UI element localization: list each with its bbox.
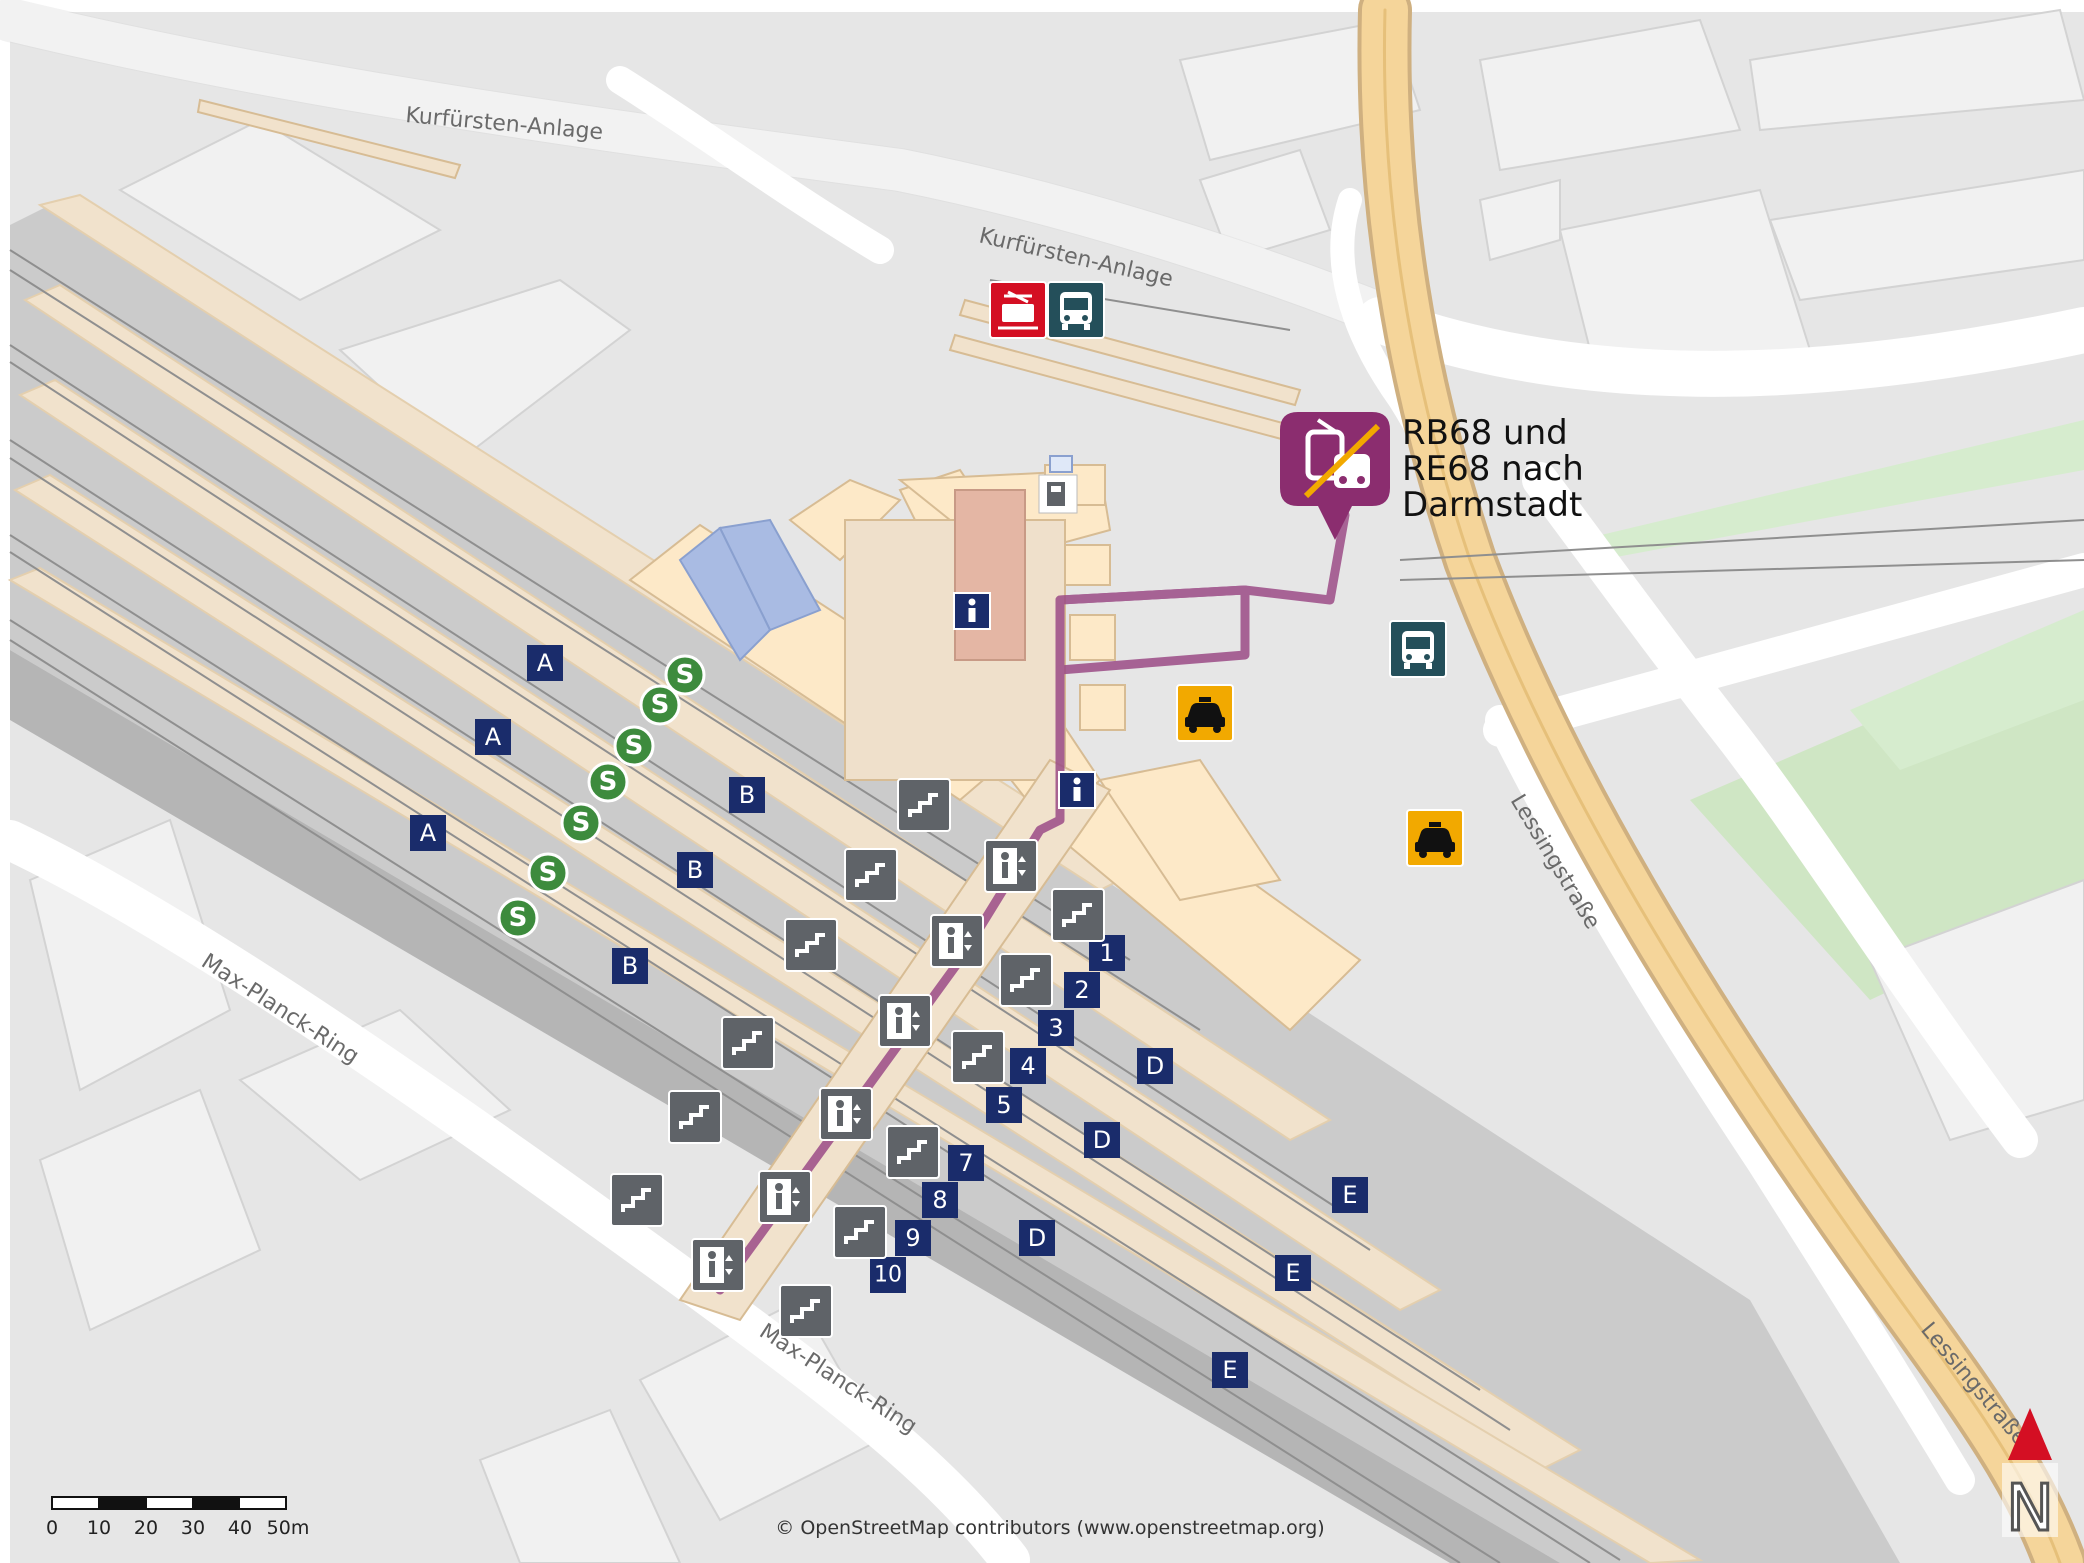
elevator-icon <box>819 1087 873 1141</box>
track-lines <box>9 249 2084 1563</box>
info-markers <box>953 592 1096 809</box>
scale-tick: 50m <box>267 1517 310 1539</box>
sector-label-d: D <box>1093 1126 1111 1154</box>
sector-label-a: A <box>485 723 502 751</box>
track-number: 10 <box>874 1263 902 1288</box>
elevator-icon <box>930 914 984 968</box>
rail-replacement-marker[interactable] <box>1280 412 1390 540</box>
tram-icon <box>989 281 1047 339</box>
bus-icon <box>1389 620 1447 678</box>
map-attribution: © OpenStreetMap contributors (www.openst… <box>775 1517 1324 1539</box>
stairs-icon <box>721 1016 775 1070</box>
stairs-markers <box>610 778 1105 1338</box>
taxi-icon <box>1406 809 1464 867</box>
sector-label-b: B <box>687 856 703 884</box>
sbahn-icon: S <box>676 660 695 690</box>
north-arrow: N <box>2002 1408 2058 1548</box>
scale-tick: 30 <box>181 1517 205 1539</box>
info-icon <box>953 592 991 630</box>
sector-label-d: D <box>1028 1224 1046 1252</box>
elevator-icon <box>758 1170 812 1224</box>
background-buildings <box>28 8 2084 1563</box>
track-number-markers: 1 2 3 4 5 7 8 9 10 <box>870 935 1125 1293</box>
sbahn-icon: S <box>509 903 528 933</box>
info-icon <box>1058 771 1096 809</box>
sector-markers: A A A B B B D D D E E E <box>410 645 1368 1388</box>
track-number: 2 <box>1074 976 1089 1004</box>
rail-replacement-label-line2: RE68 nach <box>1402 449 1584 489</box>
scale-tick: 40 <box>228 1517 252 1539</box>
sector-label-b: B <box>622 952 638 980</box>
track-number: 4 <box>1020 1052 1035 1080</box>
pink-building <box>954 489 1026 661</box>
sbahn-icon: S <box>625 731 644 761</box>
elevator-icon <box>691 1238 745 1292</box>
park-area <box>1850 610 2084 770</box>
sector-label-b: B <box>739 781 755 809</box>
stairs-icon <box>784 918 838 972</box>
rail-replacement-bus-icon <box>1303 418 1381 499</box>
track-number: 7 <box>958 1149 973 1177</box>
stairs-icon <box>610 1173 664 1227</box>
ticket-machine-icon <box>1038 455 1078 514</box>
sector-label-e: E <box>1222 1356 1237 1384</box>
sector-label-a: A <box>420 819 437 847</box>
elevator-markers <box>691 839 1038 1292</box>
stairs-icon <box>1051 888 1105 942</box>
rail-replacement-label-line1: RB68 und <box>1402 413 1568 453</box>
elevator-icon <box>984 839 1038 893</box>
bus-icon <box>1047 281 1105 339</box>
stairs-icon <box>897 778 951 832</box>
sbahn-icon: S <box>651 690 670 720</box>
stairs-icon <box>668 1090 722 1144</box>
sector-label-e: E <box>1285 1259 1300 1287</box>
stairs-icon <box>779 1284 833 1338</box>
sbahn-icon: S <box>599 767 618 797</box>
track-number: 3 <box>1048 1014 1063 1042</box>
blue-building <box>678 526 772 662</box>
park-area <box>1580 420 2084 560</box>
sbahn-markers: S S S S S S S <box>497 654 706 939</box>
stairs-icon <box>833 1205 887 1259</box>
rail-replacement-label-line3: Darmstadt <box>1402 485 1582 525</box>
north-arrow-label: N <box>2006 1472 2054 1546</box>
scale-tick: 20 <box>134 1517 158 1539</box>
stairs-icon <box>844 848 898 902</box>
track-number: 5 <box>996 1091 1011 1119</box>
taxi-icon <box>1176 684 1234 742</box>
scale-bar: 0 10 20 30 40 50m <box>46 1496 310 1539</box>
track-number: 8 <box>932 1186 947 1214</box>
elevator-icon <box>878 994 932 1048</box>
sector-label-d: D <box>1146 1052 1164 1080</box>
stairs-icon <box>999 953 1053 1007</box>
sector-label-e: E <box>1342 1181 1357 1209</box>
stairs-icon <box>886 1125 940 1179</box>
track-number: 9 <box>905 1224 920 1252</box>
stairs-icon <box>951 1030 1005 1084</box>
sbahn-icon: S <box>539 858 558 888</box>
sector-label-a: A <box>537 649 554 677</box>
lessingstrasse-highway <box>1357 0 2084 1563</box>
sbahn-icon: S <box>572 808 591 838</box>
track-number: 1 <box>1099 939 1114 967</box>
scale-tick: 0 <box>46 1517 58 1539</box>
scale-tick: 10 <box>87 1517 111 1539</box>
